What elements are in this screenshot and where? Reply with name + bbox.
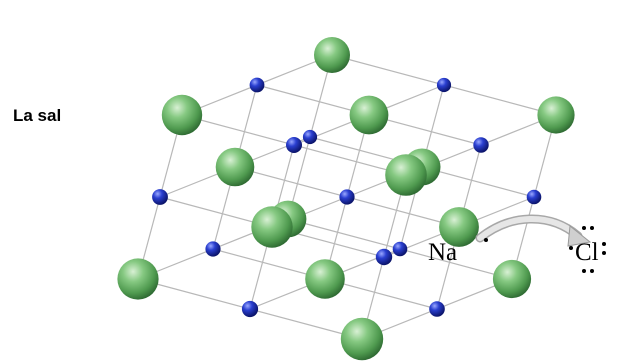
chloride-ion xyxy=(215,147,255,187)
chloride-ion xyxy=(492,259,532,299)
sodium-ion xyxy=(249,77,265,93)
sodium-ion xyxy=(429,301,445,317)
transfer-arrow-head xyxy=(567,225,592,247)
sodium-ion xyxy=(286,137,302,153)
chloride-ion xyxy=(349,95,389,135)
sodium-ion xyxy=(302,129,318,145)
chloride-ion xyxy=(117,258,159,300)
sodium-ion xyxy=(205,241,221,257)
sodium-ion xyxy=(339,189,355,205)
sodium-ion xyxy=(241,300,259,318)
crystal-lattice-atoms xyxy=(117,37,575,361)
chloride-ion xyxy=(340,317,384,361)
sodium-valence-electron xyxy=(484,238,488,242)
diagram-caption: La sal xyxy=(13,106,62,125)
sodium-symbol: Na xyxy=(428,239,457,266)
chloride-ion xyxy=(314,37,350,73)
electron-transfer: Na Cl xyxy=(428,214,606,273)
chlorine-lone-pairs xyxy=(569,226,606,273)
sodium-ion xyxy=(526,189,542,205)
sodium-ion xyxy=(436,77,452,93)
chloride-ion xyxy=(305,259,345,299)
chloride-ion xyxy=(251,206,293,248)
transfer-arrow-fill xyxy=(477,216,581,241)
sodium-ion xyxy=(392,241,408,257)
chlorine-symbol: Cl xyxy=(575,239,599,266)
chloride-ion xyxy=(537,96,575,134)
chloride-ion xyxy=(385,154,427,196)
chloride-ion xyxy=(439,207,479,247)
sodium-ion xyxy=(152,189,168,205)
sodium-ion xyxy=(375,248,393,266)
sodium-ion xyxy=(473,137,489,153)
chloride-ion xyxy=(161,94,203,136)
